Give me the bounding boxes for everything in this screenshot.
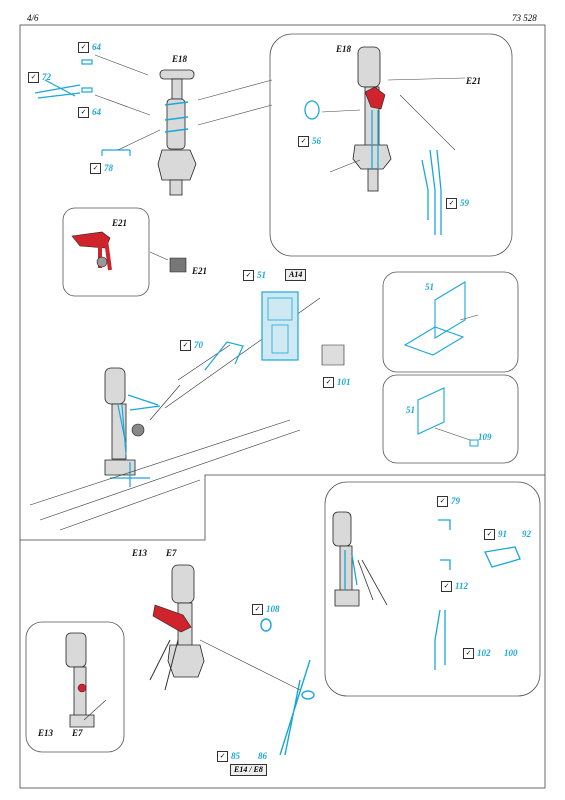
- detail-panel-lower-left: [25, 621, 125, 753]
- part-101: 101: [337, 377, 351, 387]
- label-a14: A14: [285, 269, 307, 281]
- part-64-top: 64: [92, 42, 101, 52]
- detail-panel-51a: [382, 271, 519, 373]
- part-70: 70: [194, 340, 203, 350]
- label-e13-lower: E13: [38, 728, 54, 738]
- etch-fret-51: [261, 291, 299, 361]
- label-e7-lower: E7: [72, 728, 83, 738]
- part-51-fret: 51: [257, 270, 266, 280]
- part-91: 91: [498, 529, 507, 539]
- label-e18-left: E18: [172, 54, 188, 64]
- part-72: 72: [42, 72, 51, 82]
- part-92: 92: [522, 529, 531, 539]
- strut-middle: [104, 367, 136, 476]
- label-e21-detail: E21: [112, 218, 128, 228]
- part-79: 79: [451, 496, 460, 506]
- label-e7-center: E7: [166, 548, 177, 558]
- detail-panel-lower-right: [324, 481, 541, 697]
- part-86: 86: [258, 751, 267, 761]
- part-51-panel-b: 51: [406, 405, 415, 415]
- strut-upper-left: [157, 69, 197, 196]
- page-number: 4/6: [27, 13, 39, 23]
- part-102: 102: [477, 648, 491, 658]
- part-112: 112: [455, 581, 469, 591]
- etch-72: [34, 59, 131, 156]
- part-100: 100: [504, 648, 518, 658]
- part-108: 108: [266, 604, 280, 614]
- label-e21-side: E21: [192, 266, 208, 276]
- detail-panel-51b: [382, 374, 519, 464]
- strut-lower-center: [167, 564, 205, 678]
- part-56: 56: [312, 136, 321, 146]
- part-59: 59: [460, 198, 469, 208]
- detail-panel-e21: [62, 207, 150, 297]
- part-85: 85: [231, 751, 240, 761]
- label-e14-e8: E14 / E8: [230, 764, 267, 776]
- label-e18-right: E18: [336, 44, 352, 54]
- part-78: 78: [104, 163, 113, 173]
- kit-code: 73 528: [512, 13, 537, 23]
- label-e21-right: E21: [466, 76, 482, 86]
- part-109: 109: [478, 432, 492, 442]
- part-64-bottom: 64: [92, 107, 101, 117]
- detail-panel-upper: [269, 33, 513, 257]
- label-e13-center: E13: [132, 548, 148, 558]
- part-51-panel-a: 51: [425, 282, 434, 292]
